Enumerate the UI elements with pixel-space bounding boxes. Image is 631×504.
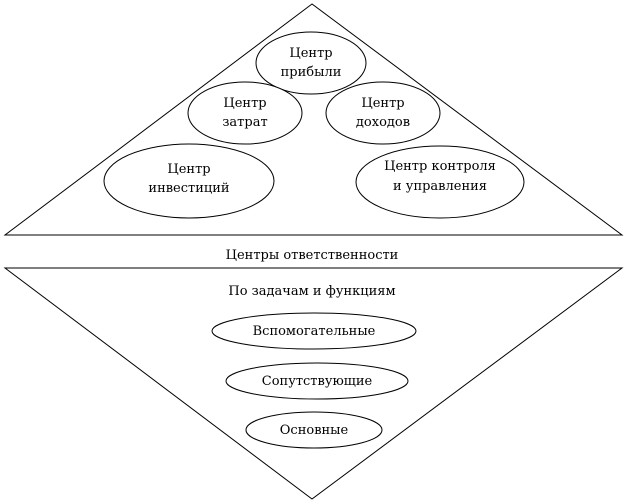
node-profit-center-line1: Центр <box>289 46 332 61</box>
node-cost-center: Центр затрат <box>187 81 303 145</box>
node-control-management-center: Центр контроля и управления <box>355 145 525 219</box>
node-main: Основные <box>245 411 383 449</box>
node-profit-center-line2: прибыли <box>281 65 342 80</box>
node-accompanying: Сопутствующие <box>225 362 409 400</box>
node-accompanying-label: Сопутствующие <box>262 374 373 389</box>
node-auxiliary: Вспомогательные <box>211 312 417 350</box>
node-revenue-center: Центр доходов <box>325 81 441 145</box>
node-profit-center: Центр прибыли <box>255 31 367 95</box>
node-cost-center-line2: затрат <box>222 115 267 130</box>
node-main-label: Основные <box>280 423 349 438</box>
node-investment-center: Центр инвестиций <box>103 143 275 219</box>
upper-triangle <box>3 3 624 236</box>
node-control-management-center-line1: Центр контроля <box>384 159 496 174</box>
node-cost-center-line1: Центр <box>223 96 266 111</box>
node-investment-center-line1: Центр <box>167 162 210 177</box>
lower-triangle <box>3 267 624 500</box>
node-investment-center-line2: инвестиций <box>148 181 229 196</box>
node-control-management-center-line2: и управления <box>393 179 487 194</box>
node-revenue-center-line2: доходов <box>356 115 410 130</box>
node-auxiliary-label: Вспомогательные <box>253 324 376 339</box>
lower-group-title: По задачам и функциям <box>228 284 395 299</box>
center-label: Центры ответственности <box>226 248 399 263</box>
node-revenue-center-line1: Центр <box>361 96 404 111</box>
